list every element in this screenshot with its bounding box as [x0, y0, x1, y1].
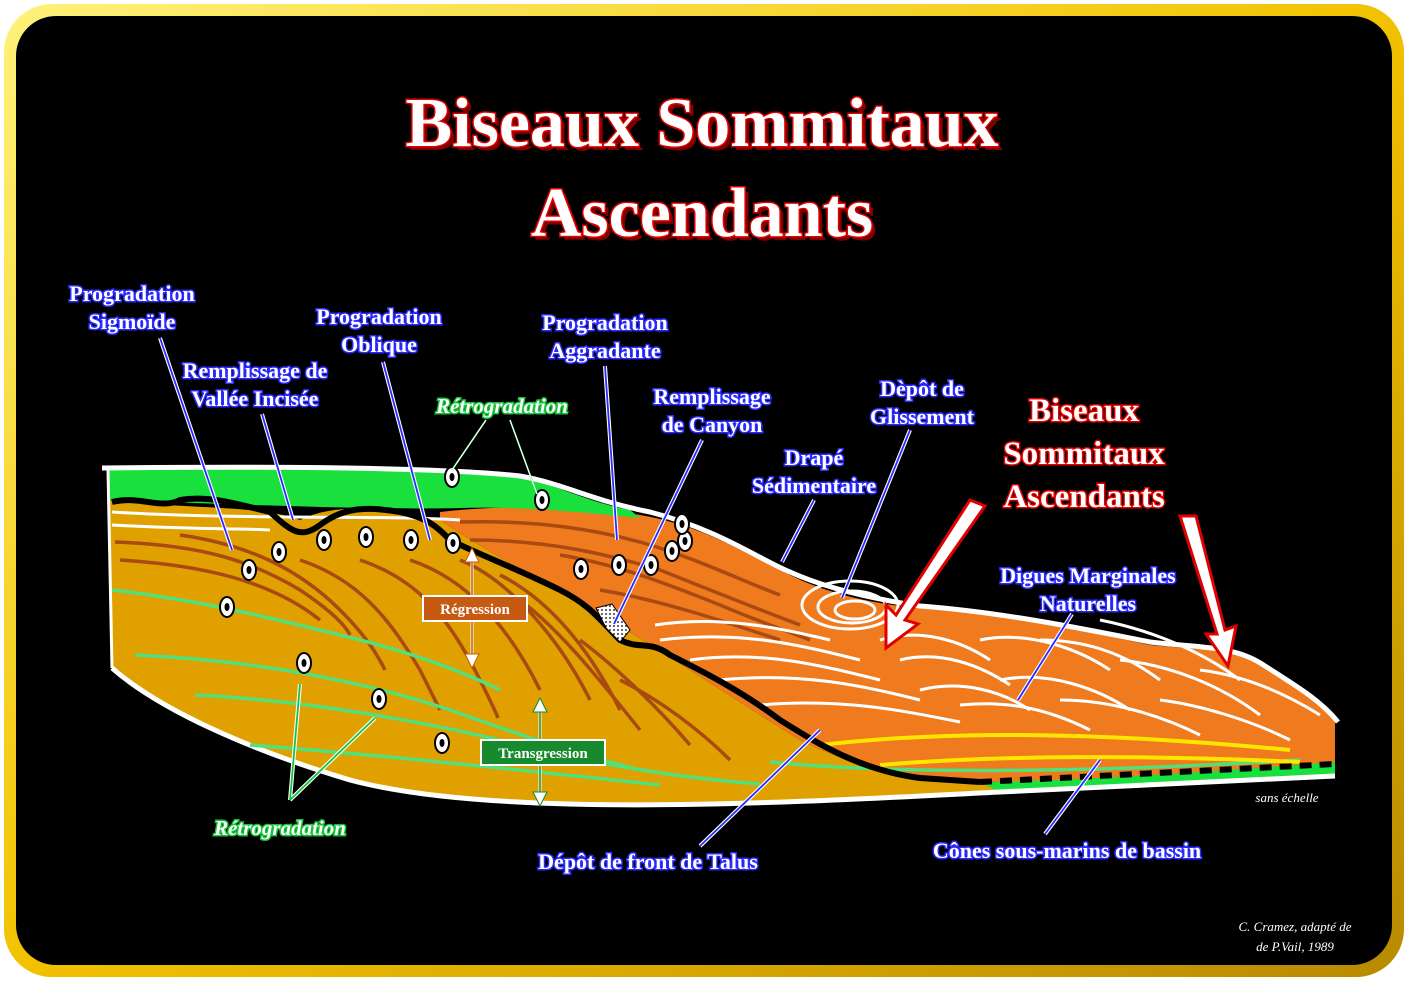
well-marker — [573, 558, 589, 580]
left-edge — [106, 469, 114, 669]
red-arrow-left — [884, 498, 988, 651]
well-marker — [674, 513, 690, 535]
label-progradation-oblique-1: Progradation — [316, 304, 441, 329]
label-biseaux-3: Ascendants — [1003, 479, 1165, 515]
basin-fan-lines — [819, 732, 1301, 767]
base-outline — [110, 666, 1336, 808]
green-leader-outline — [451, 419, 538, 495]
label-depot-glissement-1: Dèpôt de — [880, 376, 964, 401]
well-marker — [358, 526, 374, 548]
title-line-2-shadow: Ascendants — [535, 179, 877, 256]
well-marker — [403, 529, 419, 551]
label-progradation-oblique-2: Oblique — [341, 332, 417, 357]
well-marker — [271, 541, 287, 563]
label-progradation-sigmoide-1: Progradation — [69, 281, 194, 306]
red-arrows — [884, 498, 1238, 670]
label-retrogradation-top: Rétrogradation — [435, 394, 568, 418]
credit-line-2: de P.Vail, 1989 — [1256, 939, 1334, 954]
well-markers — [219, 466, 693, 754]
label-sans-echelle: sans échelle — [1255, 790, 1318, 805]
label-remplissage-vallee-1: Remplissage de — [183, 358, 328, 383]
label-digues-marginales-1: Digues Marginales — [1000, 563, 1176, 588]
levee-strokes — [654, 618, 1321, 742]
labels: Progradation Sigmoïde Remplissage de Val… — [68, 280, 1352, 955]
label-progradation-sigmoide-2: Sigmoïde — [89, 309, 176, 334]
label-progradation-aggradante-1: Progradation — [542, 310, 667, 335]
label-remplissage-vallee-2: Vallée Incisée — [192, 386, 319, 411]
well-marker — [219, 596, 235, 618]
label-digues-marginales-2: Naturelles — [1040, 591, 1137, 616]
well-marker — [316, 529, 332, 551]
title-line-1: Biseaux Sommitaux — [405, 85, 998, 162]
transgression-label: Transgression — [498, 746, 588, 762]
transgression-box — [480, 739, 606, 766]
label-drape-sedimentaire-1: Drapé — [785, 445, 844, 470]
well-marker — [444, 466, 460, 488]
transgression-indicator: Transgression — [480, 696, 606, 808]
title-line-1-shadow: Biseaux Sommitaux — [409, 89, 1002, 166]
label-remplissage-canyon-1: Remplissage — [653, 384, 771, 409]
well-marker — [434, 732, 450, 754]
regression-label: Régression — [440, 602, 510, 618]
top-green-band — [108, 469, 640, 518]
shelf-ochre-body — [108, 500, 1000, 805]
label-cones-sous-marins: Cônes sous-marins de bassin — [933, 838, 1201, 863]
credit-line-1: C. Cramez, adapté de — [1238, 919, 1351, 934]
well-marker — [296, 652, 312, 674]
label-remplissage-canyon-2: de Canyon — [662, 412, 763, 437]
label-depot-front-talus: Dépôt de front de Talus — [538, 849, 758, 874]
label-depot-glissement-2: Glissement — [870, 404, 975, 429]
well-marker — [241, 559, 257, 581]
regression-indicator: Régression — [422, 546, 528, 670]
label-retrogradation-bottom: Rétrogradation — [213, 816, 346, 840]
shelf-white-line — [111, 523, 271, 532]
well-marker — [445, 532, 461, 554]
regression-box — [422, 595, 528, 622]
erosion-surface — [111, 495, 981, 785]
red-arrow-right — [1177, 514, 1238, 670]
label-biseaux-1: Biseaux — [1029, 393, 1140, 429]
label-drape-sedimentaire-2: Sédimentaire — [752, 473, 876, 498]
well-marker — [664, 540, 680, 562]
title: Biseaux Sommitaux Biseaux Sommitaux Asce… — [404, 84, 1003, 257]
well-marker — [534, 489, 550, 511]
well-marker — [611, 554, 627, 576]
label-progradation-aggradante-2: Aggradante — [549, 338, 660, 363]
label-biseaux-2: Sommitaux — [1003, 436, 1165, 472]
leader-lines — [159, 337, 1101, 847]
title-line-2: Ascendants — [531, 175, 873, 252]
well-marker — [371, 688, 387, 710]
